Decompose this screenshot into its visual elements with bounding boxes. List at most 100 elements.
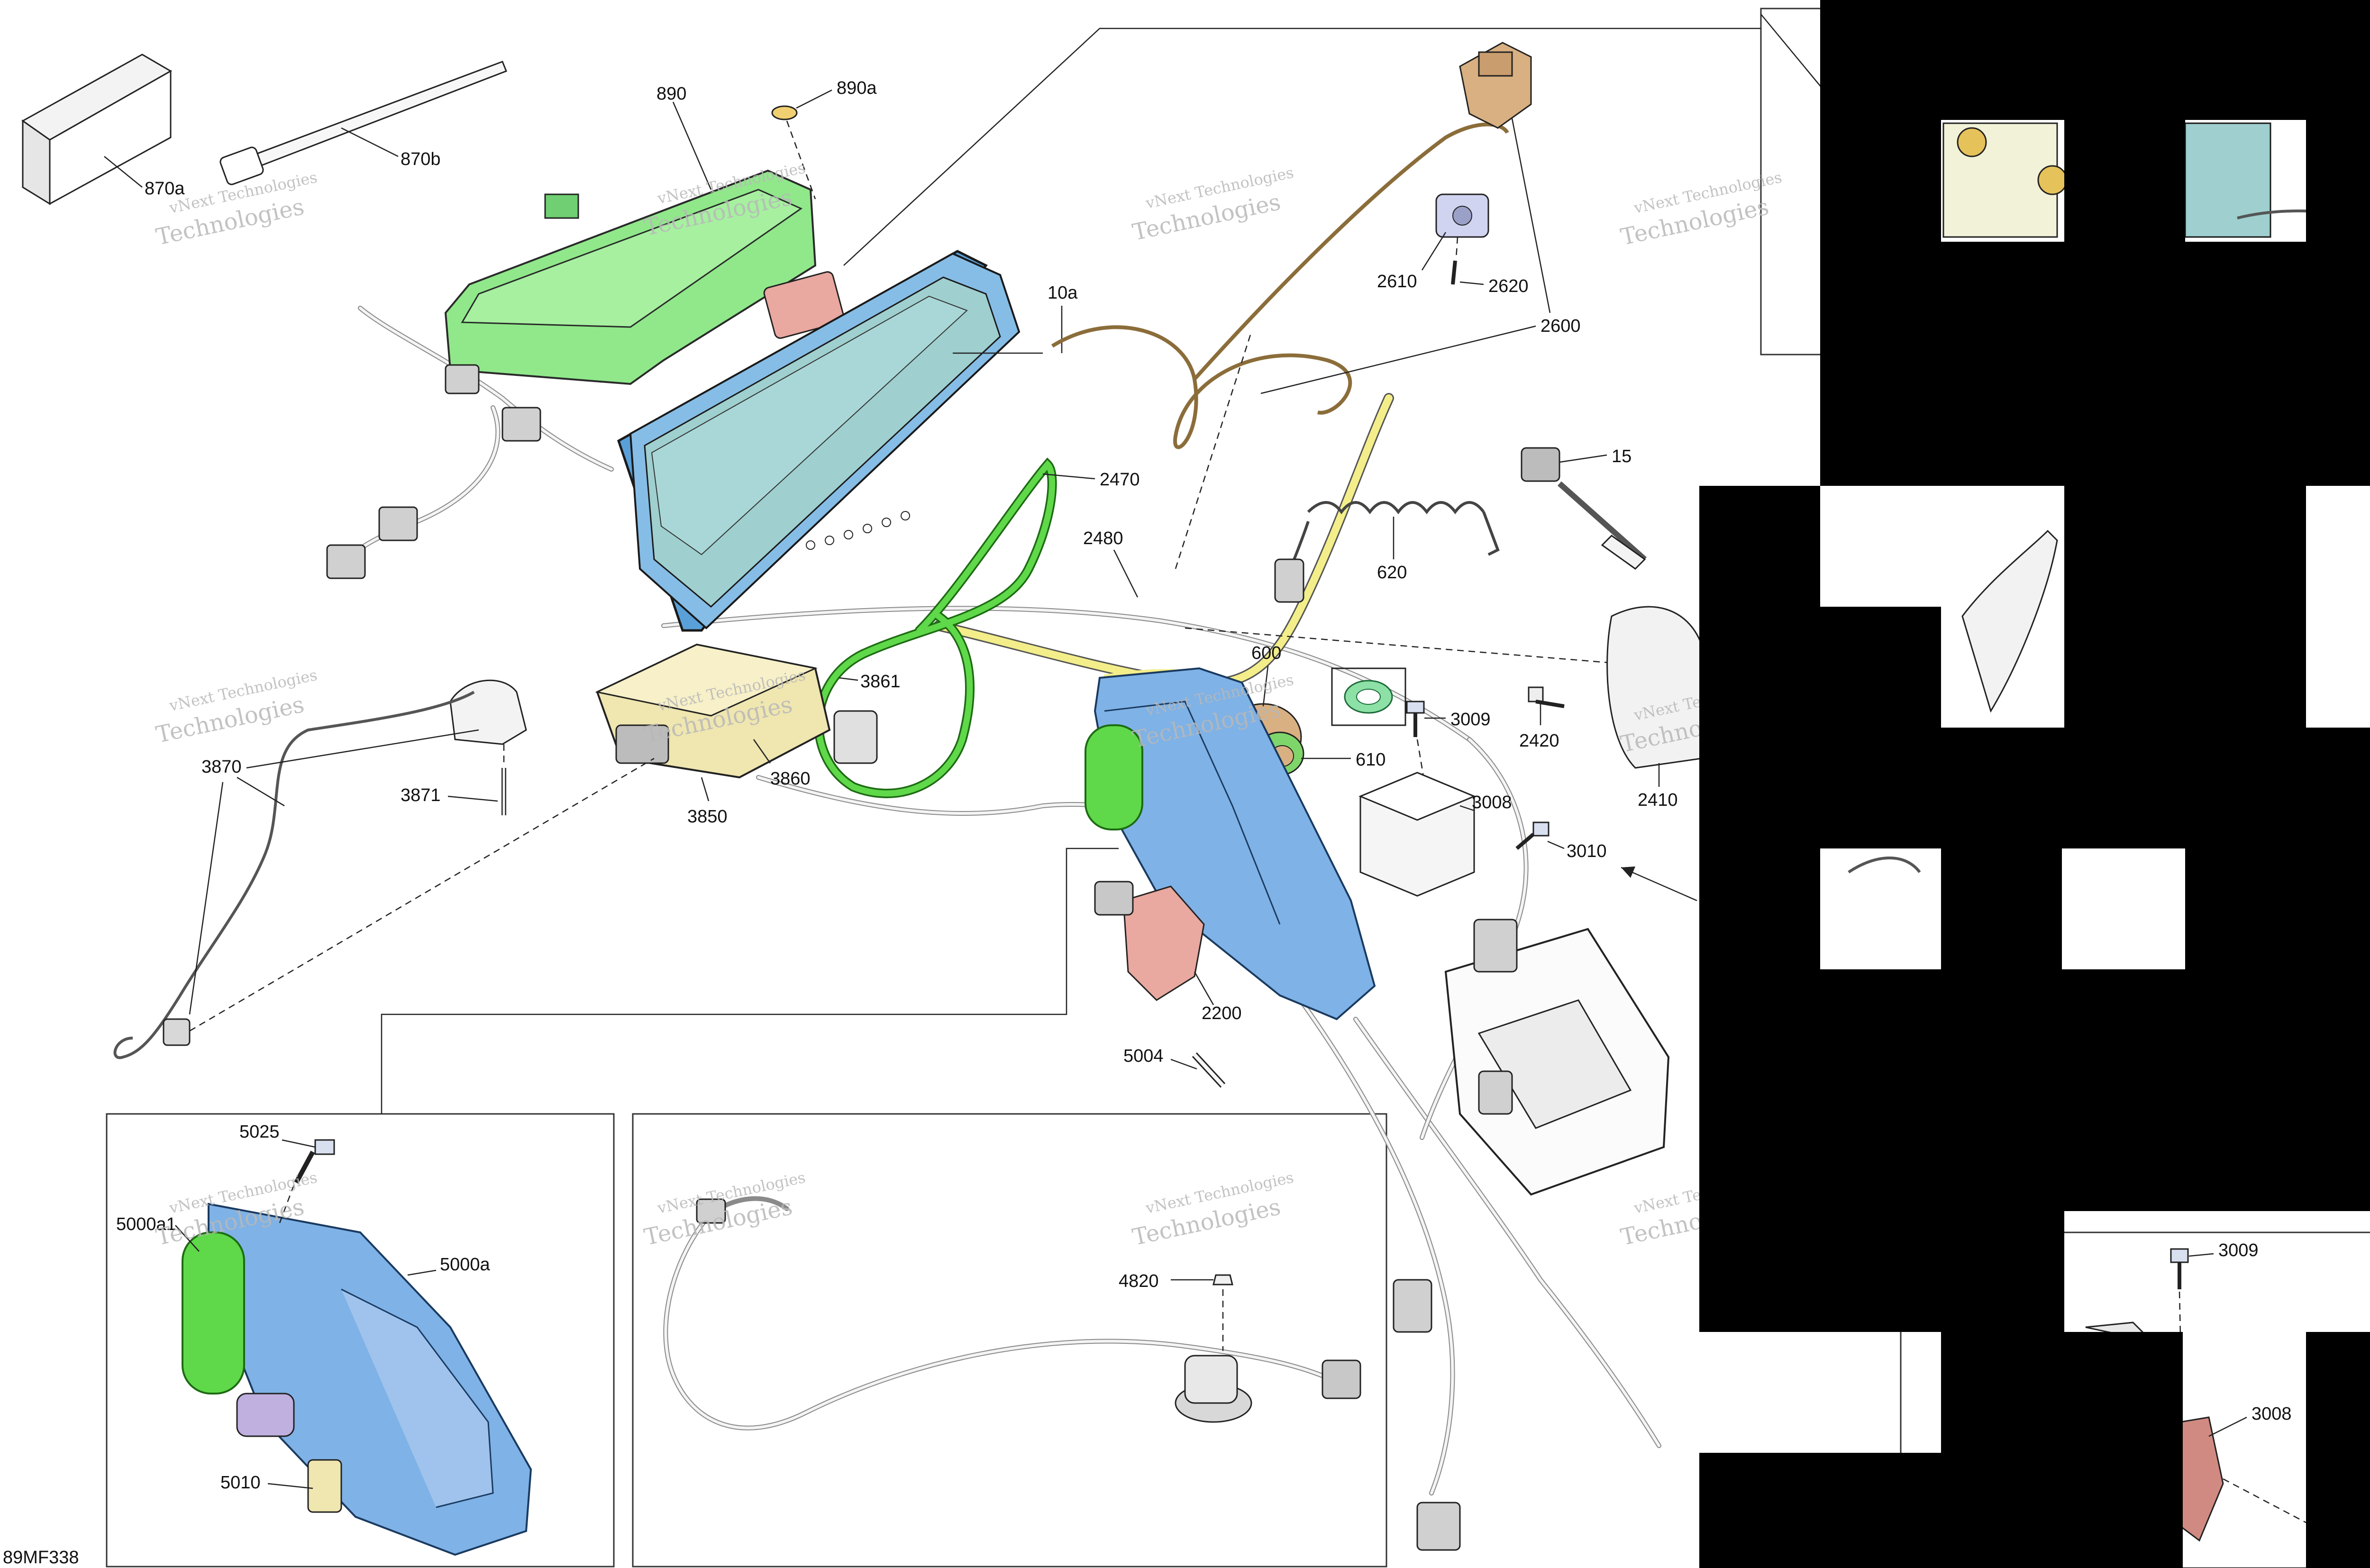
leader-3871: [447, 795, 498, 802]
leader-5010: [267, 1483, 313, 1489]
leader-600: [1262, 665, 1269, 707]
inset-box-4820: [632, 1113, 1387, 1568]
label-2480: 2480: [1083, 529, 1123, 548]
label-2620: 2620: [1488, 276, 1529, 296]
label-2200: 2200: [1202, 1003, 1242, 1023]
part-2610-bracket: [1435, 193, 1489, 238]
label-5000a: 5000a: [440, 1255, 491, 1275]
leader-3850: [701, 777, 710, 802]
leader-3870-a: [246, 729, 479, 769]
label-600: 600: [1251, 643, 1281, 663]
leader-5000a: [407, 1269, 437, 1276]
label-3861: 3861: [860, 672, 901, 692]
leader-890: [672, 101, 712, 190]
label-5025: 5025: [239, 1122, 280, 1142]
part-3010-screw: [1515, 821, 1550, 850]
label-2420: 2420: [1519, 731, 1559, 751]
redaction-blocks: [1699, 0, 2370, 1568]
inset-4820: [663, 1196, 1361, 1431]
leader-2470: [1042, 473, 1095, 480]
part-3860-module: [595, 643, 831, 779]
part-3870-sensor: [113, 679, 655, 1059]
part-blue-bracket: [1085, 667, 1376, 1021]
label-2470: 2470: [1100, 470, 1140, 490]
leader-870a: [104, 156, 143, 188]
assembly-line-2420: [1185, 627, 1622, 665]
label-4820: 4820: [1119, 1271, 1159, 1291]
label-3008-right: 3008: [2252, 1404, 2292, 1424]
part-2410-bracket: [1606, 606, 1703, 769]
label-890a: 890a: [837, 78, 877, 98]
part-10a-display: [617, 250, 1021, 632]
inset-leader-5000a: [381, 848, 1119, 1114]
harness-connectors-bottom: [1393, 919, 1518, 1551]
label-5000a1: 5000a1: [116, 1214, 176, 1234]
label-3008: 3008: [1472, 793, 1512, 812]
leader-3009-right: [2188, 1253, 2214, 1257]
label-3010: 3010: [1567, 841, 1607, 861]
leader-3010: [1547, 840, 1565, 849]
fuse-box: [1444, 928, 1670, 1196]
leader-2610: [1421, 232, 1447, 271]
label-620: 620: [1377, 563, 1407, 583]
leader-3860: [753, 739, 771, 764]
label-3871: 3871: [401, 785, 441, 805]
label-2410: 2410: [1638, 790, 1678, 810]
leader-890a: [796, 89, 832, 109]
leader-5004: [1170, 1058, 1197, 1070]
leader-15: [1559, 454, 1607, 463]
part-870b-cable-tie: [219, 61, 507, 185]
label-3860: 3860: [770, 769, 811, 789]
part-3009-screw: [1406, 701, 1428, 797]
leader-3008: [1459, 805, 1475, 811]
arrowhead-3010: [1621, 866, 1635, 878]
diagram-code: 89MF338: [3, 1548, 79, 1568]
label-2600: 2600: [1540, 316, 1581, 336]
harness-connectors-left: [326, 364, 541, 579]
inset-top-right-detail: [1942, 122, 2361, 238]
part-2480-yellow-tube: [933, 393, 1394, 695]
part-2200-connector: [1094, 881, 1205, 1001]
inset-5000a: [182, 1203, 532, 1556]
label-870b: 870b: [401, 149, 441, 169]
leader-870b: [341, 127, 399, 157]
leader-2600-b: [1260, 325, 1536, 394]
leader-5000a1: [175, 1225, 200, 1252]
leader-2620: [1459, 281, 1484, 285]
leader-3870-c: [189, 782, 224, 1015]
label-3009: 3009: [1450, 710, 1491, 729]
label-610: 610: [1356, 750, 1386, 770]
arrow-3010: [1621, 866, 1697, 902]
main-wiring-harness: [339, 306, 1661, 1495]
label-870a: 870a: [145, 179, 185, 199]
label-3850: 3850: [687, 807, 728, 827]
label-3009-right: 3009: [2218, 1240, 2259, 1260]
leader-2200: [1194, 971, 1214, 1005]
label-5004: 5004: [1123, 1046, 1164, 1066]
part-3008-relay-box: [1358, 772, 1476, 897]
part-3009-screw-right: [2170, 1248, 2189, 1337]
label-3870: 3870: [201, 757, 242, 777]
leader-3008-right: [2208, 1416, 2247, 1437]
display-buttons: [806, 511, 910, 550]
label-2610: 2610: [1377, 272, 1417, 292]
part-870a-pad: [21, 54, 173, 205]
leader-5025: [282, 1139, 316, 1148]
leader-3861: [839, 677, 858, 681]
label-5010: 5010: [220, 1473, 261, 1493]
part-2600-connector: [1459, 42, 1532, 129]
leader-2600: [1511, 118, 1551, 313]
part-890a-nut: [771, 105, 816, 200]
part-2600-brown-wire: [1051, 122, 1509, 449]
inset-leader-top: [843, 27, 1761, 266]
part-2420-bolt: [1528, 686, 1565, 708]
part-15-connector: [1521, 447, 1647, 570]
leader-2480: [1113, 549, 1139, 598]
label-10a: 10a: [1048, 283, 1078, 303]
assembly-line-2600: [1175, 331, 1252, 569]
part-620-coiled-cord: [1274, 501, 1500, 603]
part-890-green-module: [444, 169, 817, 385]
label-15: 15: [1612, 447, 1632, 466]
part-2620-screw: [1451, 237, 1458, 285]
